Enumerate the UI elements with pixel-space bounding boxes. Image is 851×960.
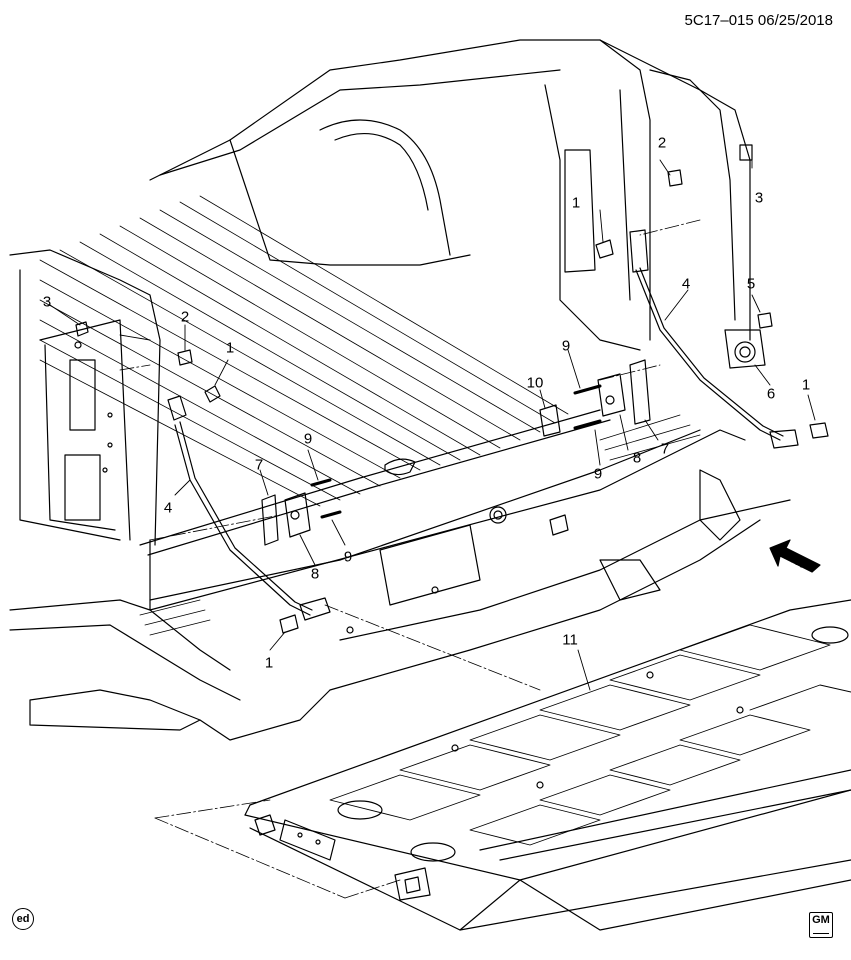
diagram-date: 06/25/2018 <box>757 12 833 29</box>
callout-1: 1 <box>801 376 811 394</box>
callout-2: 2 <box>657 134 667 152</box>
callout-9: 9 <box>303 430 313 448</box>
callout-2: 2 <box>180 308 190 326</box>
callout-4: 4 <box>681 275 691 293</box>
callout-7: 7 <box>254 456 264 474</box>
callout-10: 10 <box>526 374 544 392</box>
tailgate-panel <box>244 599 851 931</box>
callout-11: 11 <box>562 631 578 649</box>
left-hardware <box>75 321 342 634</box>
callout-8: 8 <box>632 449 642 467</box>
callout-4: 4 <box>163 499 173 517</box>
diagram-header: 5C17–015 06/25/2018 <box>685 12 833 29</box>
truck-bed <box>9 39 791 741</box>
callout-9: 9 <box>593 465 603 483</box>
leader-lines <box>49 157 816 691</box>
callout-3: 3 <box>42 293 52 311</box>
callout-1: 1 <box>571 194 581 212</box>
callout-3: 3 <box>754 189 764 207</box>
callout-6: 6 <box>766 385 776 403</box>
callout-7: 7 <box>660 440 670 458</box>
diagram-id: 5C17–015 <box>684 12 754 29</box>
ed-badge: ed <box>12 908 34 930</box>
callout-9: 9 <box>343 548 353 566</box>
right-hardware <box>539 144 829 449</box>
callout-1: 1 <box>225 339 235 357</box>
callout-9: 9 <box>561 337 571 355</box>
gm-logo: GM <box>809 912 833 938</box>
front-direction-arrow-icon <box>769 539 821 573</box>
callout-5: 5 <box>746 275 756 293</box>
gm-logo-text: GM <box>812 914 830 926</box>
alignment-lines <box>119 219 701 899</box>
callout-8: 8 <box>310 565 320 583</box>
callout-1: 1 <box>264 654 274 672</box>
